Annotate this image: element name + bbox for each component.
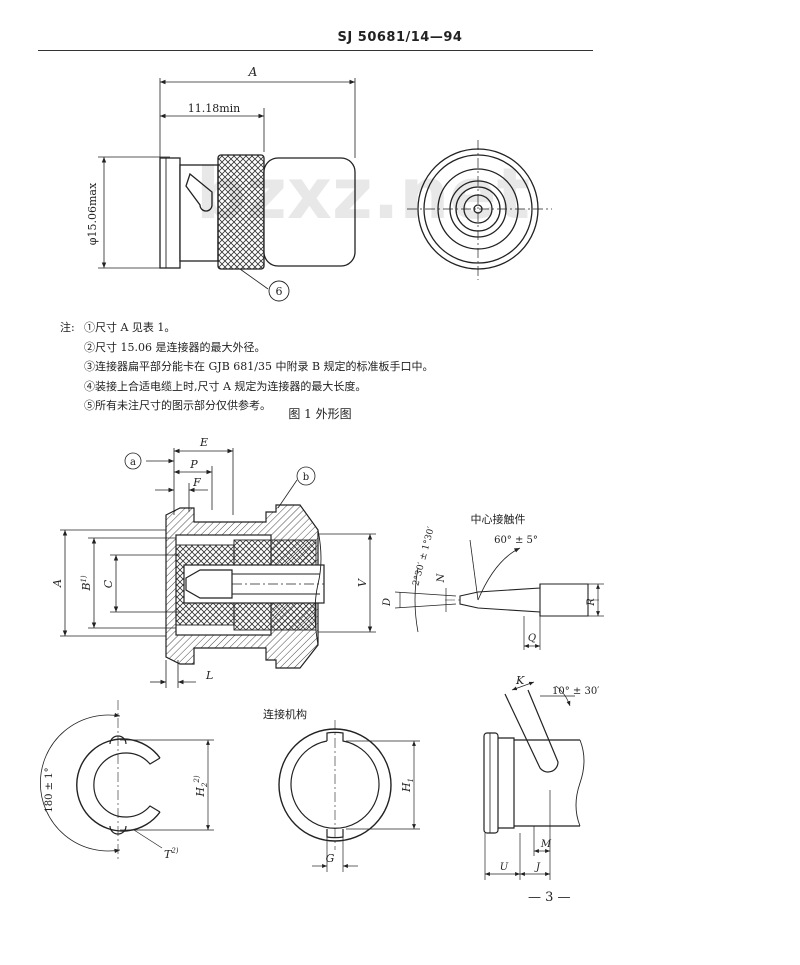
dim-diameter-label: φ15.06max: [86, 182, 99, 245]
label-d: D: [382, 598, 393, 607]
c-ring-view: [40, 700, 214, 860]
notes-lead: 注:: [60, 321, 75, 334]
callout-label: 6: [276, 285, 283, 298]
label-g: G: [326, 852, 335, 865]
note-item: ②尺寸 15.06 是连接器的最大外径。: [84, 340, 266, 354]
dim-min-label: 11.18min: [188, 102, 241, 115]
label-n: N: [436, 572, 447, 583]
label-e: E: [199, 436, 208, 449]
note-item: ①尺寸 A 见表 1。: [84, 321, 176, 334]
contact-detail: [394, 539, 604, 650]
label-dim-v: V: [356, 578, 369, 587]
label-k: K: [515, 674, 525, 687]
figure-title: 图 1 外形图: [288, 407, 352, 421]
note-item: ④装接上合适电缆上时,尺寸 A 规定为连接器的最大长度。: [84, 379, 367, 393]
label-r: R: [586, 598, 597, 607]
label-b: b: [303, 472, 309, 483]
note-item: ⑤所有未注尺寸的图示部分仅供参考。: [84, 399, 271, 412]
label-j: J: [534, 862, 541, 873]
figure1-side-view: [98, 78, 356, 302]
label-u: U: [500, 862, 509, 873]
key-ring-view: [278, 720, 420, 872]
ring-angle: 180 ± 1°: [44, 767, 55, 812]
contact-angle-small: 2°30′ ± 1°30′: [411, 526, 436, 587]
label-q: Q: [528, 633, 536, 644]
standard-number: SJ 50681/14—94: [337, 30, 463, 45]
label-a: a: [130, 457, 136, 468]
label-dim-c: C: [102, 579, 115, 588]
figure1-end-view: [407, 140, 552, 280]
dim-a-label: A: [248, 65, 258, 79]
notes-block: 注: ①尺寸 A 见表 1。 ②尺寸 15.06 是连接器的最大外径。 ③连接器扁…: [60, 318, 434, 416]
label-t: T2): [164, 847, 179, 861]
section-view: [60, 448, 376, 688]
slot-angle: 10° ± 30′: [552, 686, 600, 697]
note-item: ③连接器扁平部分能卡在 GJB 681/35 中附录 B 规定的标准板手口中。: [84, 360, 434, 373]
page-number: — 3 —: [528, 890, 571, 905]
label-f: F: [192, 476, 201, 489]
label-h2: H22): [193, 775, 209, 798]
contact-angle-60: 60° ± 5°: [494, 535, 538, 546]
label-h1: H1: [400, 778, 415, 793]
label-p: P: [189, 458, 198, 471]
label-dim-a: A: [51, 579, 64, 588]
contact-title: 中心接触件: [471, 512, 526, 526]
watermark: bzxz.net: [196, 153, 530, 235]
label-dim-b: B1): [80, 575, 93, 592]
label-m: M: [540, 839, 552, 850]
mechanism-title: 连接机构: [263, 707, 307, 721]
label-dim-l: L: [205, 669, 213, 682]
header-rule: [38, 50, 593, 51]
slot-side-view: [483, 681, 585, 880]
